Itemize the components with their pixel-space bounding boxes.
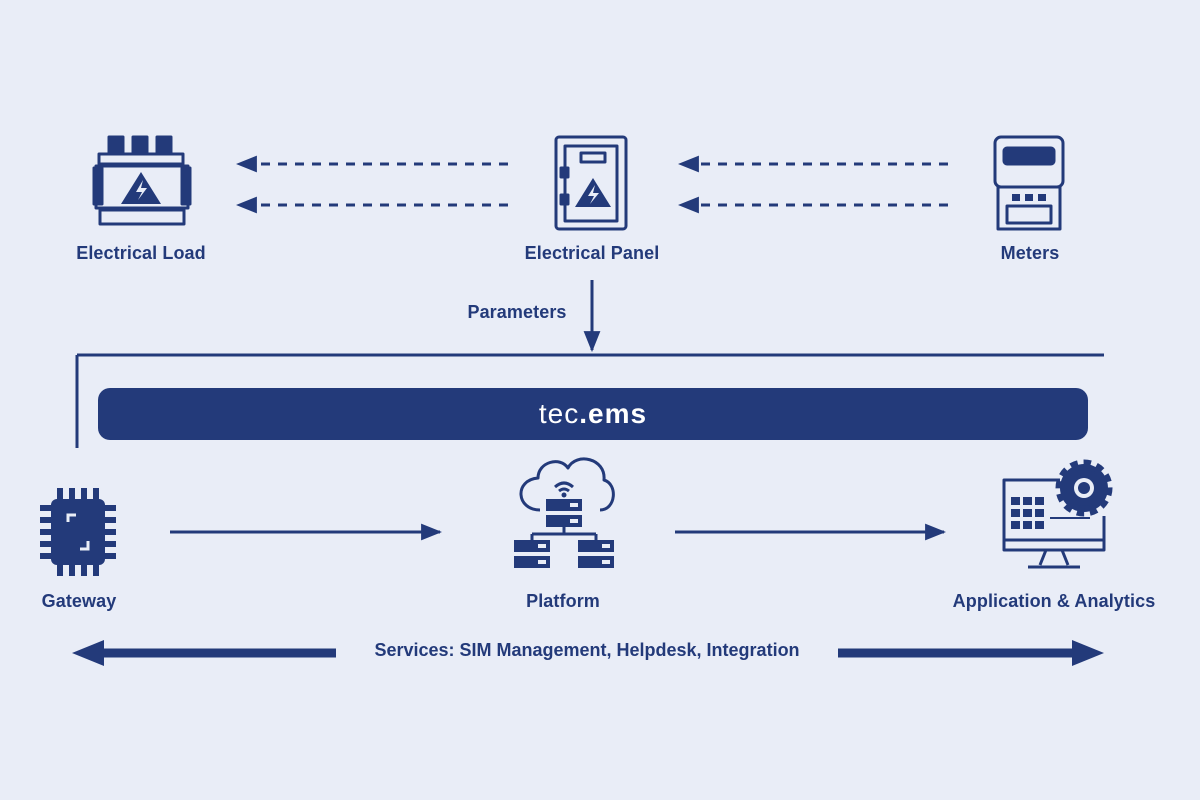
cloud-server-icon (514, 457, 615, 568)
services-arrow (72, 640, 1104, 666)
banner-suffix: ems (588, 398, 648, 429)
edge-meters-to-panel (677, 155, 948, 214)
chip-icon (40, 488, 116, 576)
services-label: Services: SIM Management, Helpdesk, Inte… (374, 640, 800, 660)
edge-label-parameters: Parameters (467, 302, 567, 322)
bus-line (75, 353, 1104, 448)
node-label-electrical-load: Electrical Load (76, 243, 206, 263)
node-label-gateway: Gateway (41, 591, 117, 611)
tec-ems-banner: tec.ems (98, 388, 1088, 440)
meter-icon (993, 135, 1065, 231)
node-label-platform: Platform (526, 591, 600, 611)
monitor-gear-icon (1002, 459, 1113, 569)
banner-dot: . (579, 398, 589, 429)
edge-panel-to-load (235, 155, 508, 214)
node-label-application-analytics: Application & Analytics (952, 591, 1156, 611)
node-label-meters: Meters (1000, 243, 1060, 263)
electrical-panel-icon (554, 135, 628, 231)
banner-prefix: tec (538, 398, 580, 429)
electrical-load-icon (92, 135, 192, 226)
node-label-electrical-panel: Electrical Panel (524, 243, 660, 263)
